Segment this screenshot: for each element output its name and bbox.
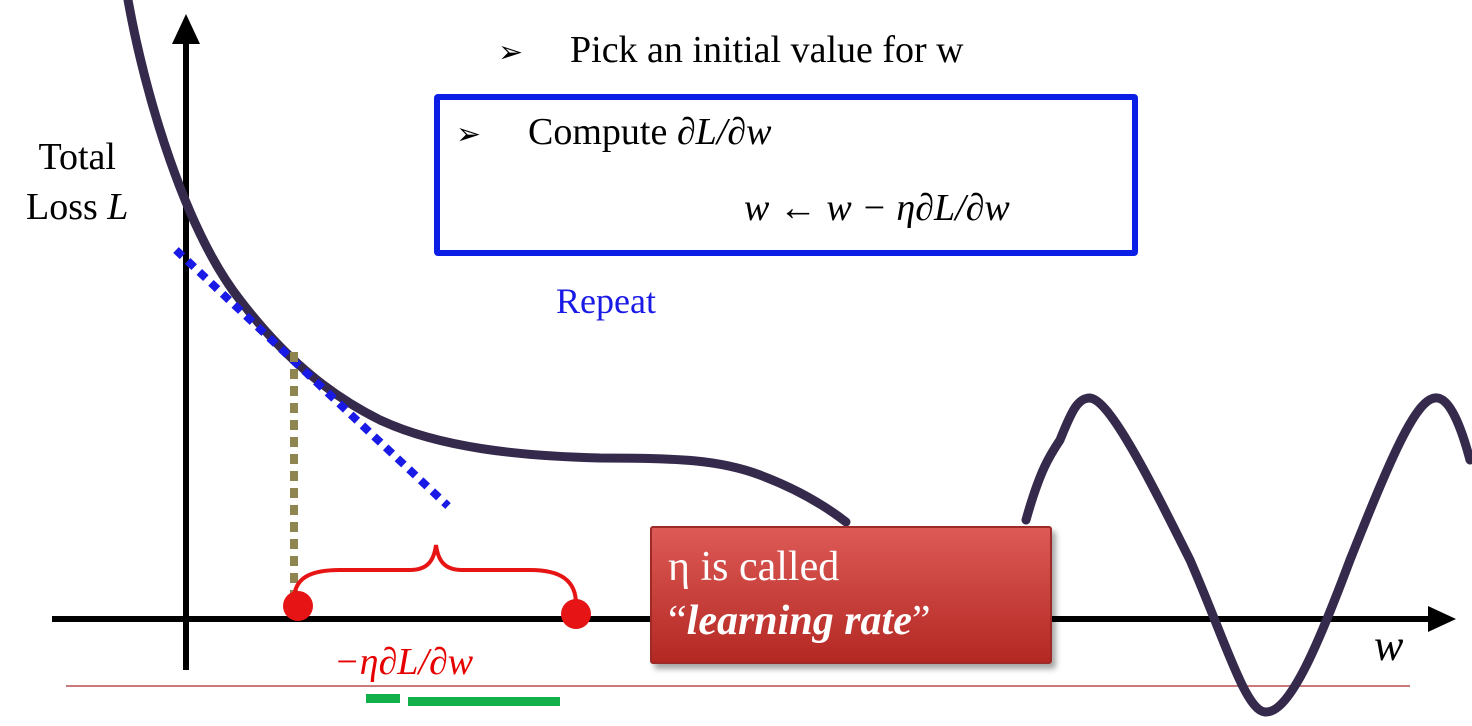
step-label: −η∂L/∂w [334, 641, 474, 683]
callout-line2: “learning rate” [668, 598, 931, 644]
repeat-label: Repeat [556, 281, 656, 321]
x-axis-arrow-icon [1428, 606, 1456, 632]
initial-w-marker [283, 591, 313, 621]
arrow-bullet-icon: ➢ [456, 118, 482, 151]
learning-rate-term: learning rate [686, 598, 912, 644]
update-box [434, 94, 1138, 256]
step-compute-gradient: ➢Compute ∂L/∂w [456, 111, 772, 153]
step-size-bar-large [408, 697, 560, 706]
tangent-line [173, 247, 451, 509]
update-rule: w ← w − η∂L/∂w [744, 187, 1010, 229]
callout-line1: η is called [668, 544, 840, 590]
x-axis-label: w [1374, 621, 1404, 670]
loss-curve [123, 0, 851, 527]
y-axis-arrow-icon [172, 14, 200, 44]
step-brace [292, 544, 578, 605]
updated-w-marker [561, 599, 591, 629]
arrow-bullet-icon: ➢ [498, 36, 524, 69]
step-size-bar-small [366, 694, 400, 703]
learning-rate-callout: η is called “learning rate” [650, 526, 1052, 664]
loss-curve-tail [1021, 393, 1472, 717]
step-pick-initial: ➢Pick an initial value for w [498, 29, 964, 71]
